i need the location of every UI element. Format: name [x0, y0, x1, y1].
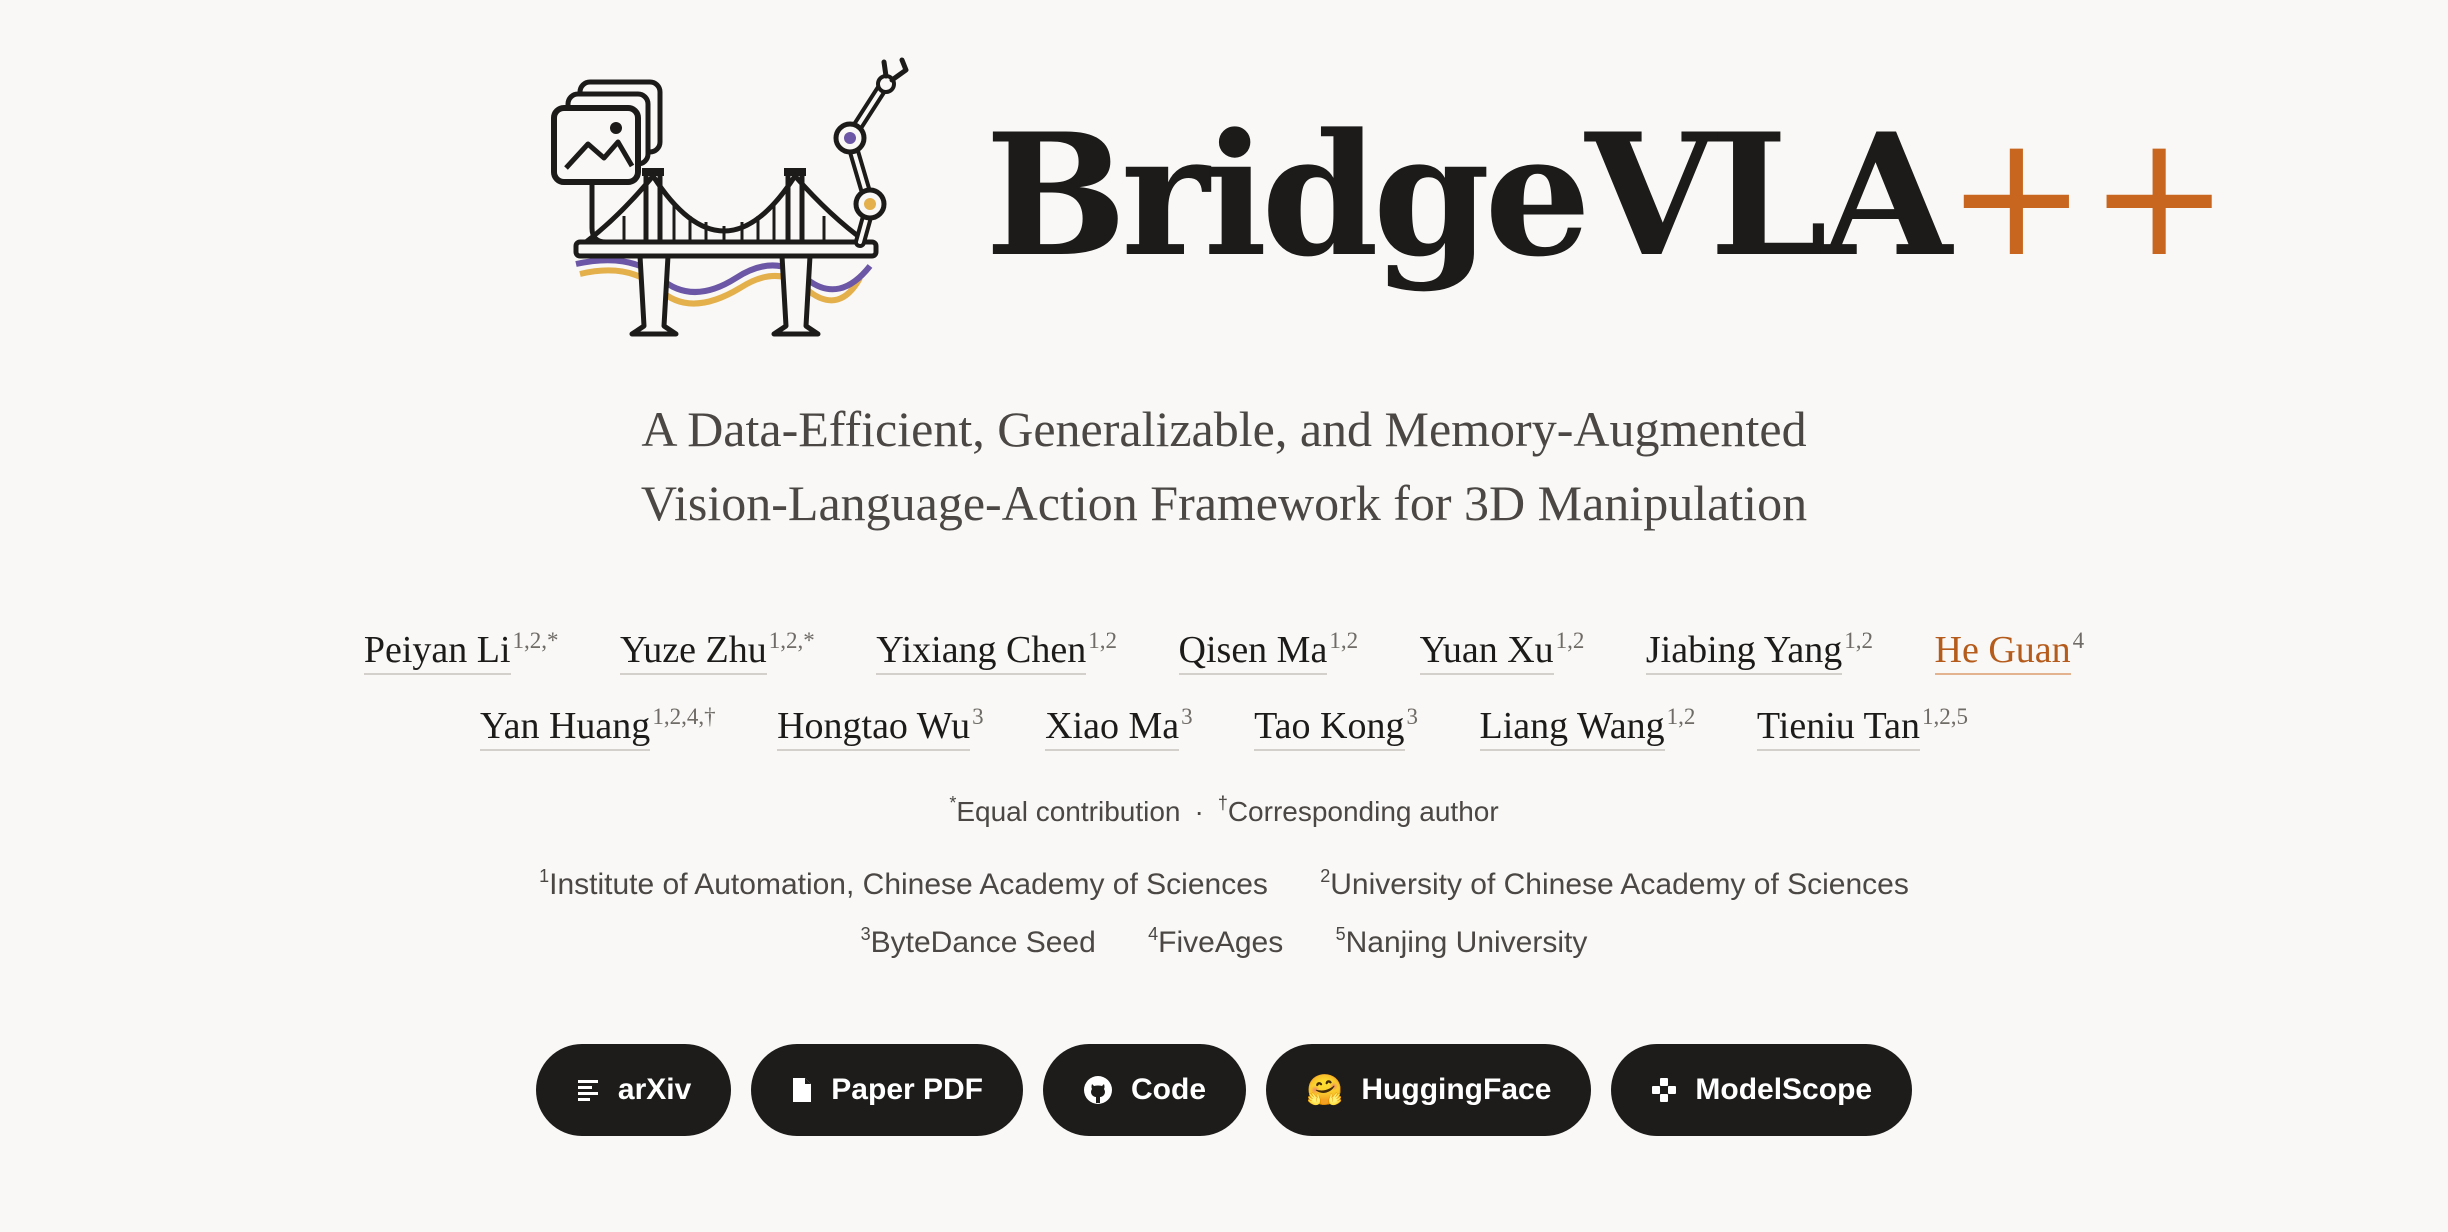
author-affil: 1,2 [1666, 704, 1696, 729]
affiliation: 1Institute of Automation, Chinese Academ… [539, 866, 1268, 901]
affiliation-name: University of Chinese Academy of Science… [1330, 868, 1909, 901]
affiliation-name: Nanjing University [1345, 926, 1588, 959]
author-name: Yixiang Chen [876, 629, 1087, 675]
author-affil: 1,2,4,† [652, 704, 716, 729]
author-link[interactable]: Yuze Zhu1,2,* [620, 628, 815, 675]
author-link[interactable]: Yan Huang1,2,4,† [479, 704, 716, 751]
subtitle: A Data-Efficient, Generalizable, and Mem… [0, 392, 2448, 540]
author-name: He Guan [1934, 629, 2071, 675]
equal-contribution-note: Equal contribution [956, 796, 1181, 827]
affiliation: 3ByteDance Seed [860, 924, 1096, 959]
author-link[interactable]: Qisen Ma1,2 [1178, 628, 1359, 675]
page-title: BridgeVLA++ [985, 111, 2232, 280]
author-affil: 1,2,* [512, 628, 559, 653]
author-name: Yan Huang [479, 705, 651, 751]
notes-separator: · [1194, 796, 1204, 827]
author-affil: 3 [972, 704, 984, 729]
corresponding-mark: † [1217, 793, 1228, 813]
author-name: Tao Kong [1254, 705, 1405, 751]
affiliation-number: 4 [1148, 924, 1159, 944]
author-link[interactable]: Liang Wang1,2 [1479, 704, 1696, 751]
equal-mark: * [949, 793, 957, 813]
modelscope-button-label: ModelScope [1695, 1073, 1873, 1106]
author-affil: 1,2 [1329, 628, 1359, 653]
affiliation: 2University of Chinese Academy of Scienc… [1320, 866, 1909, 901]
code-button-label: Code [1131, 1073, 1207, 1106]
paper-pdf-button[interactable]: Paper PDF [751, 1044, 1024, 1136]
paper-pdf-button-label: Paper PDF [831, 1073, 984, 1106]
author-affil: 4 [2072, 628, 2085, 653]
affiliation-name: ByteDance Seed [870, 926, 1096, 959]
document-icon [793, 1078, 812, 1102]
author-link[interactable]: Yuan Xu1,2 [1419, 628, 1585, 675]
link-buttons: arXiv Paper PDF Code 🤗 HuggingFace [0, 1044, 2448, 1136]
lines-icon [577, 1080, 598, 1101]
hero: BridgeVLA++ [540, 56, 2230, 356]
author-name: Yuze Zhu [620, 629, 767, 675]
author-affil: 3 [1181, 704, 1193, 729]
author-affil: 3 [1406, 704, 1419, 729]
authors-row-1: Peiyan Li1,2,* Yuze Zhu1,2,* Yixiang Che… [0, 628, 2448, 675]
author-link[interactable]: Yixiang Chen1,2 [876, 628, 1118, 675]
authors-row-2: Yan Huang1,2,4,† Hongtao Wu3 Xiao Ma3 Ta… [0, 704, 2448, 751]
author-name: Jiabing Yang [1645, 629, 1843, 675]
affiliation-number: 5 [1335, 924, 1346, 944]
hugging-face-icon: 🤗 [1306, 1072, 1344, 1108]
affiliation-number: 2 [1320, 866, 1331, 886]
corresponding-author-note: Corresponding author [1227, 796, 1499, 827]
author-link-highlighted[interactable]: He Guan4 [1934, 628, 2085, 675]
affiliation: 4FiveAges [1148, 924, 1284, 959]
code-button[interactable]: Code [1043, 1044, 1247, 1136]
subtitle-line-1: A Data-Efficient, Generalizable, and Mem… [641, 401, 1807, 457]
author-link[interactable]: Peiyan Li1,2,* [363, 628, 559, 675]
affiliation-name: Institute of Automation, Chinese Academy… [549, 868, 1268, 901]
author-name: Liang Wang [1479, 705, 1665, 751]
affiliation-number: 3 [860, 924, 871, 944]
subtitle-line-2: Vision-Language-Action Framework for 3D … [640, 475, 1808, 531]
author-name: Hongtao Wu [777, 705, 971, 751]
author-link[interactable]: Tao Kong3 [1254, 704, 1419, 751]
affiliation-name: FiveAges [1158, 926, 1284, 959]
author-name: Yuan Xu [1419, 629, 1554, 675]
author-name: Qisen Ma [1178, 629, 1328, 675]
github-icon [1084, 1076, 1113, 1104]
author-affil: 1,2 [1555, 628, 1585, 653]
author-affil: 1,2,* [768, 628, 815, 653]
huggingface-button-label: HuggingFace [1361, 1073, 1552, 1106]
arxiv-button[interactable]: arXiv [535, 1044, 732, 1136]
title-main: BridgeVLA [985, 96, 1952, 294]
contribution-notes: *Equal contribution · †Corresponding autho… [0, 793, 2448, 828]
affiliation: 5Nanjing University [1335, 924, 1588, 959]
modelscope-button[interactable]: ModelScope [1611, 1044, 1913, 1136]
author-link[interactable]: Tieniu Tan1,2,5 [1756, 704, 1968, 751]
affiliations-row-1: 1Institute of Automation, Chinese Academ… [0, 866, 2448, 902]
arxiv-button-label: arXiv [617, 1073, 692, 1106]
author-link[interactable]: Xiao Ma3 [1045, 704, 1193, 751]
huggingface-button[interactable]: 🤗 HuggingFace [1266, 1044, 1592, 1136]
author-name: Peiyan Li [363, 629, 511, 675]
author-affil: 1,2,5 [1922, 704, 1968, 729]
affiliation-number: 1 [539, 866, 550, 886]
modelscope-icon [1652, 1078, 1677, 1102]
author-affil: 1,2 [1844, 628, 1874, 653]
author-link[interactable]: Jiabing Yang1,2 [1645, 628, 1874, 675]
author-link[interactable]: Hongtao Wu3 [777, 704, 984, 751]
title-accent: ++ [1945, 98, 2232, 294]
affiliations-row-2: 3ByteDance Seed 4FiveAges 5Nanjing Unive… [0, 924, 2448, 960]
bridge-robot-logo-icon [551, 57, 909, 337]
author-name: Tieniu Tan [1756, 705, 1920, 751]
author-name: Xiao Ma [1045, 705, 1180, 751]
author-affil: 1,2 [1088, 628, 1118, 653]
